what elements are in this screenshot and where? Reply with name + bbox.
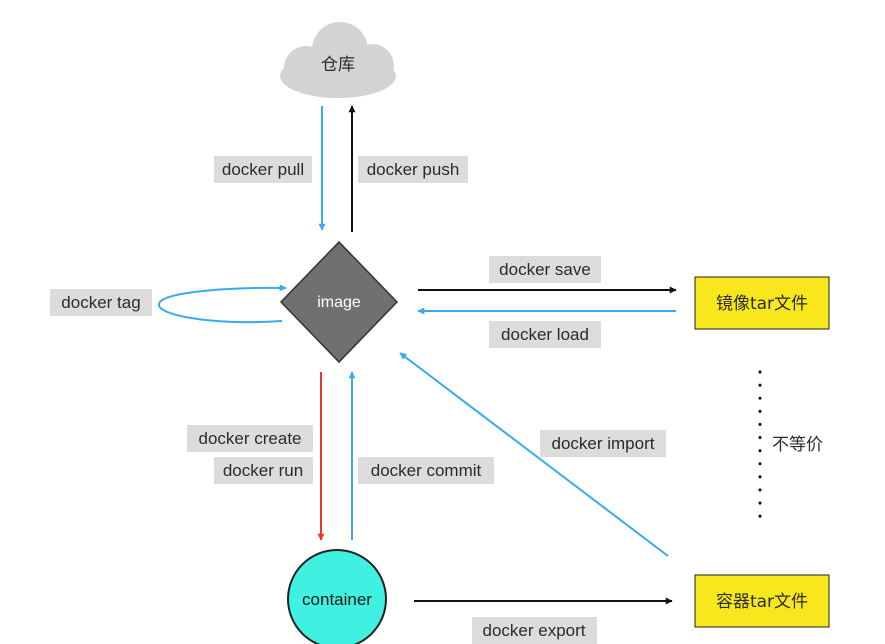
image-tar-label: 镜像tar文件 — [716, 294, 808, 314]
pull-label: docker pull — [214, 156, 312, 183]
svg-text:docker load: docker load — [501, 325, 589, 344]
export-label: docker export — [472, 617, 597, 644]
container-tar-label: 容器tar文件 — [716, 592, 808, 612]
warehouse-label: 仓库 — [321, 55, 355, 75]
image-tar-node: 镜像tar文件 — [694, 276, 830, 330]
run-label: docker run — [214, 457, 313, 484]
load-label: docker load — [489, 321, 601, 348]
svg-text:docker tag: docker tag — [61, 293, 140, 312]
push-label: docker push — [358, 156, 468, 183]
container-label: container — [302, 590, 372, 609]
import-label: docker import — [540, 430, 666, 457]
not-equivalent-note: 不等价 — [772, 435, 823, 455]
svg-text:docker run: docker run — [223, 461, 303, 480]
tag-loop-arrow — [157, 284, 287, 324]
commit-label: docker commit — [358, 457, 494, 484]
image-label: image — [317, 294, 361, 311]
import-arrow — [399, 352, 669, 557]
warehouse-cloud: 仓库 — [280, 22, 396, 98]
svg-text:docker pull: docker pull — [222, 160, 304, 179]
create-label: docker create — [187, 425, 313, 452]
save-label: docker save — [489, 256, 601, 283]
svg-text:docker commit: docker commit — [371, 461, 482, 480]
image-node: image — [279, 240, 399, 364]
cloud-icon — [280, 22, 396, 98]
svg-text:docker import: docker import — [552, 434, 655, 453]
container-node: container — [287, 549, 387, 644]
svg-text:docker push: docker push — [367, 160, 460, 179]
svg-text:docker create: docker create — [199, 429, 302, 448]
tag-label: docker tag — [50, 289, 152, 316]
svg-text:docker export: docker export — [483, 621, 586, 640]
svg-text:docker save: docker save — [499, 260, 591, 279]
container-tar-node: 容器tar文件 — [694, 574, 830, 628]
